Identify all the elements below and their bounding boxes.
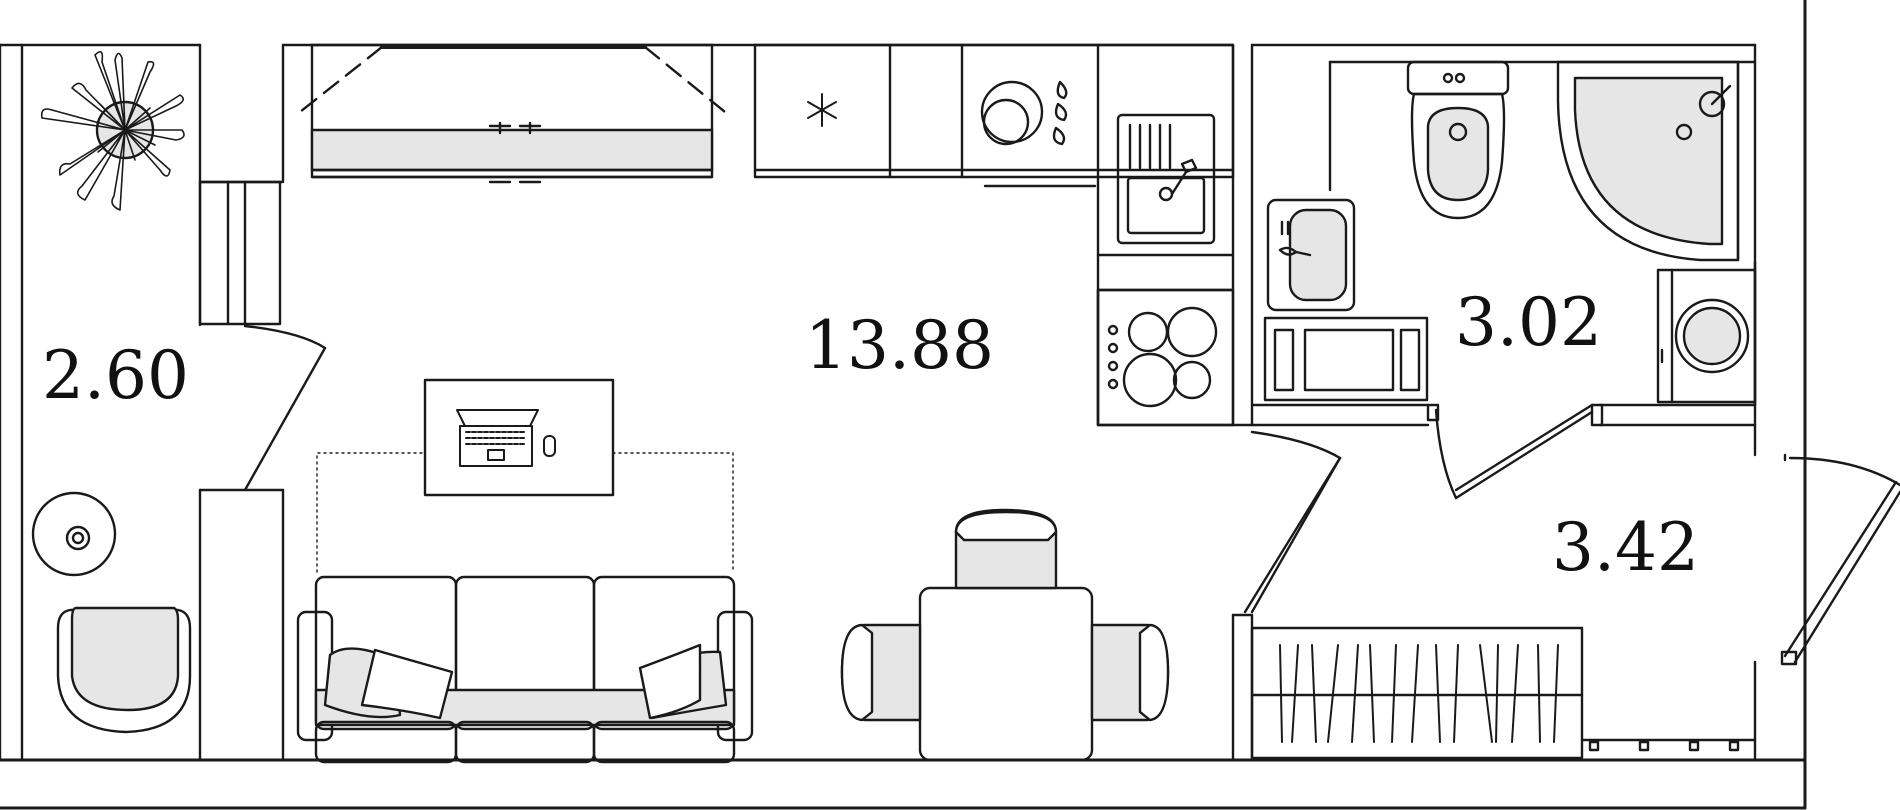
hallway bbox=[1753, 453, 1807, 762]
area-label-bathroom: 3.02 bbox=[1455, 284, 1602, 361]
bathroom-cabinet bbox=[1263, 316, 1429, 402]
laptop-icon bbox=[456, 409, 556, 467]
dining-chairs bbox=[840, 508, 1170, 722]
dining-table bbox=[918, 586, 1094, 762]
balcony-door bbox=[243, 324, 327, 492]
toilet bbox=[1406, 60, 1510, 220]
living-door bbox=[1243, 430, 1342, 614]
washing-machine bbox=[1656, 268, 1757, 404]
radiator bbox=[198, 180, 282, 326]
desk bbox=[423, 378, 615, 497]
shower bbox=[1556, 60, 1740, 262]
dotted-zone bbox=[316, 452, 734, 573]
armchair bbox=[56, 606, 192, 734]
snowflake-icon bbox=[807, 93, 837, 127]
area-label-living-kitchen: 13.88 bbox=[805, 307, 994, 384]
plant-icon bbox=[40, 50, 185, 211]
balcony bbox=[20, 43, 327, 762]
round-table bbox=[31, 491, 117, 577]
wardrobe bbox=[298, 43, 727, 184]
area-label-balcony: 2.60 bbox=[42, 337, 189, 414]
area-label-hallway: 3.42 bbox=[1552, 509, 1699, 586]
entrance-door bbox=[1780, 456, 1900, 666]
washbasin bbox=[1266, 198, 1356, 312]
shoe-rack bbox=[1250, 626, 1757, 760]
cooktop bbox=[1096, 288, 1235, 427]
sofa bbox=[296, 575, 754, 764]
bathroom-door bbox=[1426, 403, 1604, 500]
dishes-icon bbox=[980, 80, 1068, 146]
kitchen-sink bbox=[1116, 113, 1216, 245]
